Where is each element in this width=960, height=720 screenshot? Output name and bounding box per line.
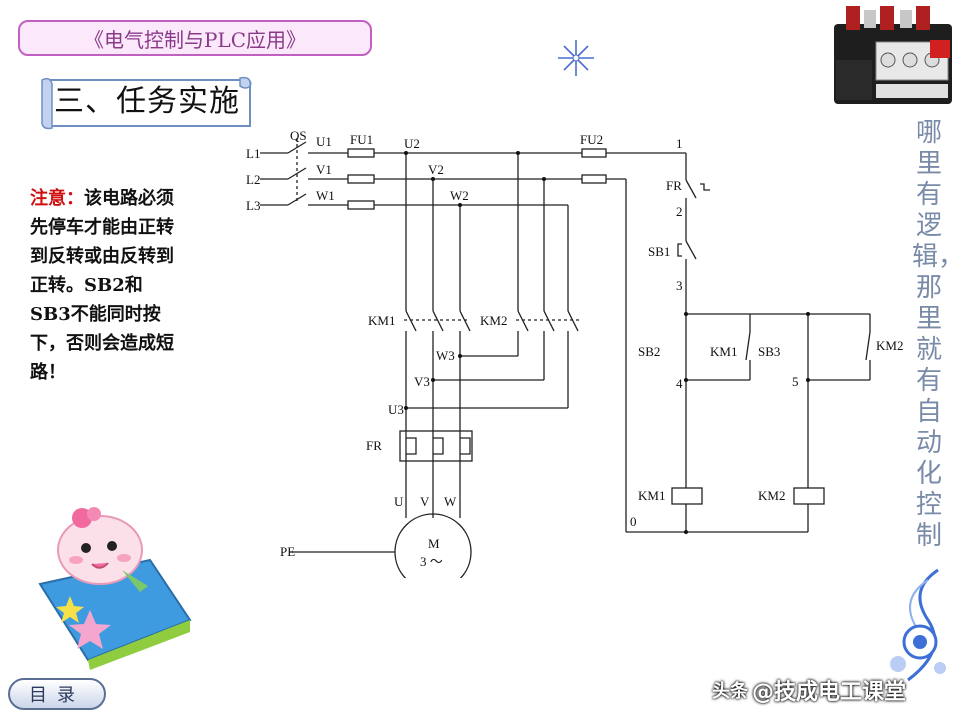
label-km2-coil: KM2 (758, 488, 785, 503)
label-km2-aux: KM2 (876, 338, 903, 353)
label-v1: V1 (316, 162, 332, 177)
label-node-1: 1 (676, 136, 683, 151)
label-fr-main: FR (366, 438, 382, 453)
course-title: 《电气控制与PLC应用》 (18, 20, 372, 56)
blue-floral-ornament (890, 568, 946, 682)
label-node-0: 0 (630, 514, 637, 529)
label-motor-w: W (444, 494, 457, 509)
section-title: 三、任务实施 (54, 84, 240, 119)
label-w3: W3 (436, 348, 455, 363)
label-km1-main: KM1 (368, 313, 395, 328)
label-motor: M (428, 536, 440, 551)
label-w2: W2 (450, 188, 469, 203)
label-u1: U1 (316, 134, 332, 149)
section-banner: 三、任务实施 (40, 76, 252, 130)
note-text: 该电路必须先停车才能由正转到反转或由反转到正转。SB2和SB3不能同时按下，否则… (30, 188, 174, 383)
label-km2-main: KM2 (480, 313, 507, 328)
label-node-2: 2 (676, 204, 683, 219)
label-fu2: FU2 (580, 132, 603, 147)
label-l3: L3 (246, 198, 260, 213)
sparkle-icon (558, 40, 594, 76)
label-qs: QS (290, 128, 307, 143)
label-fu1: FU1 (350, 132, 373, 147)
label-sb1: SB1 (648, 244, 670, 259)
watermark-handle: @技成电工课堂 (752, 680, 907, 705)
thermal-relay-photo (834, 6, 952, 104)
label-l1: L1 (246, 146, 260, 161)
label-motor-v: V (420, 494, 430, 509)
mascot-on-book-illustration (38, 507, 192, 670)
label-node-3: 3 (676, 278, 683, 293)
label-km1-aux: KM1 (710, 344, 737, 359)
warning-note: 注意：该电路必须先停车才能由正转到反转或由反转到正转。SB2和SB3不能同时按下… (30, 184, 178, 387)
scroll-shape (41, 76, 252, 130)
watermark: 头条@技成电工课堂 (712, 672, 952, 708)
label-w1: W1 (316, 188, 335, 203)
label-u2: U2 (404, 136, 420, 151)
note-label: 注意： (30, 188, 84, 209)
label-node-5: 5 (792, 374, 799, 389)
label-pe: PE (280, 544, 295, 559)
label-u3: U3 (388, 402, 404, 417)
watermark-brand: 头条 (712, 681, 748, 702)
circuit-diagram: L1 L2 L3 QS U1 V1 W1 FU1 U2 V2 W2 KM1 KM… (246, 128, 903, 578)
label-sb3: SB3 (758, 344, 780, 359)
label-v2: V2 (428, 162, 444, 177)
label-motor-u: U (394, 494, 404, 509)
label-sb2: SB2 (638, 344, 660, 359)
label-motor-phase: 3 ～ (420, 554, 443, 569)
side-slogan: 哪里有逻辑，那里就有自动化控制 (912, 118, 960, 551)
label-fr-contact: FR (666, 178, 682, 193)
label-node-4: 4 (676, 376, 683, 391)
label-l2: L2 (246, 172, 260, 187)
label-km1-coil: KM1 (638, 488, 665, 503)
table-of-contents-button[interactable]: 目录 (8, 678, 106, 710)
label-v3: V3 (414, 374, 430, 389)
